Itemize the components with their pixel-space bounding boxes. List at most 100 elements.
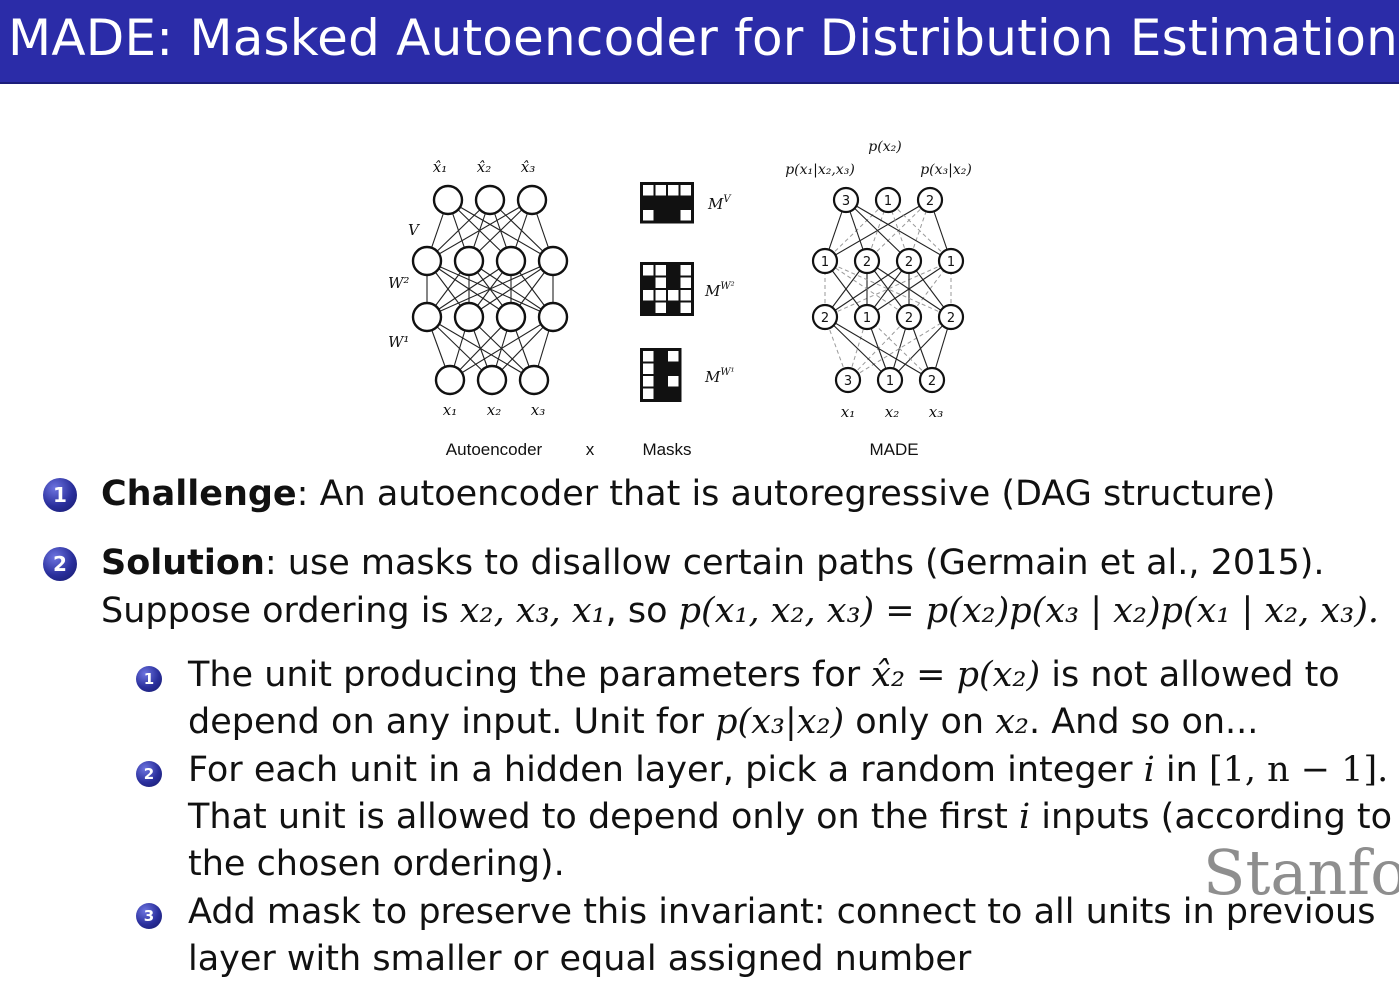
made-edge-w2-3-0 bbox=[824, 260, 952, 318]
made-input-node-number-2: 2 bbox=[928, 374, 936, 389]
mask-v-cell-1-3 bbox=[680, 197, 691, 208]
ae-weight-label-w1: W¹ bbox=[388, 333, 409, 351]
made-edge-w2-2-0 bbox=[824, 260, 910, 318]
caption-made: MADE bbox=[869, 440, 918, 459]
made-hidden1-node-number-0: 2 bbox=[821, 311, 829, 326]
made-input-node-1 bbox=[876, 366, 904, 394]
made-input-node-0 bbox=[834, 366, 862, 394]
subitem-1-text-d: only on bbox=[844, 702, 996, 742]
made-hidden2-node-0 bbox=[811, 247, 839, 275]
mask-v-cell-0-3 bbox=[680, 185, 691, 196]
made-hidden1-node-number-3: 2 bbox=[947, 311, 955, 326]
mask-w1-cell-1-1 bbox=[655, 363, 666, 374]
mask-w2-cell-2-0 bbox=[643, 290, 654, 301]
made-label-p-x3-given: p(x₃|x₂) bbox=[920, 162, 972, 178]
mask-w2-cell-1-3 bbox=[680, 277, 691, 288]
title-bar: MADE: Masked Autoencoder for Distributio… bbox=[0, 0, 1399, 84]
ae-edge-w2-3-0 bbox=[426, 260, 554, 318]
made-edge-w1-2-0 bbox=[824, 316, 933, 381]
made-hidden1-node-number-2: 2 bbox=[905, 311, 913, 326]
ordering-so: , so bbox=[605, 591, 679, 631]
mask-w2-cell-3-1 bbox=[655, 302, 666, 313]
subitem-1-text-b: is not allowed to bbox=[1040, 655, 1340, 695]
mask-w1-cell-1-0 bbox=[643, 363, 654, 374]
ae-output-label-1: x̂₁ bbox=[433, 158, 447, 176]
subitem-2-text-a: For each unit in a hidden layer, pick a … bbox=[188, 750, 1144, 790]
bullet-1: 1 bbox=[43, 478, 77, 512]
caption-masks: Masks bbox=[642, 440, 691, 459]
subitem-2-math-i: i bbox=[1143, 750, 1155, 790]
made-output-node-0 bbox=[832, 186, 860, 214]
subitem-1-line-1: The unit producing the parameters for x̂… bbox=[188, 652, 1340, 699]
solution-line: Solution: use masks to disallow certain … bbox=[101, 539, 1325, 587]
mask-v-cell-0-2 bbox=[668, 185, 679, 196]
bullet-2: 2 bbox=[43, 547, 77, 581]
challenge-text: : An autoencoder that is autoregressive … bbox=[296, 474, 1276, 514]
mask-v-cell-1-2 bbox=[668, 197, 679, 208]
ordering-math: x₂, x₃, x₁ bbox=[460, 591, 606, 631]
mask-v-cell-0-1 bbox=[655, 185, 666, 196]
mask-w1-cell-2-2 bbox=[668, 376, 679, 387]
ordering-line: Suppose ordering is x₂, x₃, x₁, so p(x₁,… bbox=[101, 587, 1379, 635]
made-input-label-2: x₂ bbox=[885, 403, 899, 421]
mask-v-cell-0-0 bbox=[643, 185, 654, 196]
ae-input-label-2: x₂ bbox=[487, 401, 501, 419]
mask-w2-cell-2-1 bbox=[655, 290, 666, 301]
made-output-node-1 bbox=[874, 186, 902, 214]
made-edge-w1-1-0 bbox=[824, 316, 891, 381]
ae-node-2-1 bbox=[453, 301, 485, 333]
mask-label-w1: MW¹ bbox=[704, 367, 735, 386]
made-label-p-x1-given: p(x₁|x₂,x₃) bbox=[785, 162, 855, 178]
challenge-heading: Challenge bbox=[101, 474, 297, 514]
subitem-1-math: x̂₂ = p(x₂) bbox=[871, 655, 1041, 695]
mask-w2-cell-2-2 bbox=[668, 290, 679, 301]
subitem-1-text-a: The unit producing the parameters for bbox=[188, 655, 872, 695]
mask-w2-cell-3-3 bbox=[680, 302, 691, 313]
ae-node-1-2 bbox=[495, 245, 527, 277]
made-input-label-1: x₁ bbox=[841, 403, 855, 421]
mask-v-cell-2-3 bbox=[680, 210, 691, 221]
subbullet-1: 1 bbox=[136, 666, 162, 692]
slide-title: MADE: Masked Autoencoder for Distributio… bbox=[8, 9, 1399, 67]
mask-label-w1-sup: W¹ bbox=[720, 367, 734, 378]
made-edge-w1-2-1 bbox=[866, 316, 933, 381]
ae-node-1-0 bbox=[411, 245, 443, 277]
mask-w1-cell-0-1 bbox=[655, 351, 666, 362]
made-edge-v-3-1 bbox=[887, 199, 952, 262]
mask-w2-cell-0-3 bbox=[680, 265, 691, 276]
subitem-1-math-3: x₂ bbox=[995, 702, 1029, 742]
subbullet-2: 2 bbox=[136, 761, 162, 787]
mask-v-cell-1-0 bbox=[643, 197, 654, 208]
made-hidden1-node-number-1: 1 bbox=[863, 311, 871, 326]
mask-w2-cell-3-2 bbox=[668, 302, 679, 313]
made-label-p-x2: p(x₂) bbox=[868, 139, 901, 155]
ae-edge-w2-2-0 bbox=[426, 260, 512, 318]
ae-node-1-3 bbox=[537, 245, 569, 277]
ae-node-0-1 bbox=[474, 184, 506, 216]
made-edge-v-3-0 bbox=[845, 199, 952, 262]
subitem-2-line-2: That unit is allowed to depend only on t… bbox=[188, 794, 1392, 841]
solution-heading: Solution bbox=[101, 543, 265, 583]
made-hidden1-node-3 bbox=[937, 303, 965, 331]
mask-w2-cell-1-1 bbox=[655, 277, 666, 288]
mask-w2-cell-1-0 bbox=[643, 277, 654, 288]
mask-w1-cell-2-1 bbox=[655, 376, 666, 387]
mask-v-cell-2-2 bbox=[668, 210, 679, 221]
mask-w2-cell-3-0 bbox=[643, 302, 654, 313]
subitem-1-text-e: . And so on... bbox=[1028, 702, 1259, 742]
subbullet-3: 3 bbox=[136, 903, 162, 929]
ae-node-3-1 bbox=[476, 364, 508, 396]
mask-w1-cell-0-2 bbox=[668, 351, 679, 362]
subitem-3-line-2: layer with smaller or equal assigned num… bbox=[188, 939, 972, 979]
made-hidden2-node-number-1: 2 bbox=[863, 255, 871, 270]
mask-v-cell-2-1 bbox=[655, 210, 666, 221]
made-output-node-2 bbox=[916, 186, 944, 214]
made-input-label-3: x₃ bbox=[929, 403, 943, 421]
mask-w2-cell-0-1 bbox=[655, 265, 666, 276]
made-output-node-number-2: 2 bbox=[926, 194, 934, 209]
made-hidden2-node-3 bbox=[937, 247, 965, 275]
ae-edge-v-3-0 bbox=[447, 199, 554, 262]
mask-w2-cell-0-2 bbox=[668, 265, 679, 276]
mask-w1-cell-3-2 bbox=[668, 388, 679, 399]
